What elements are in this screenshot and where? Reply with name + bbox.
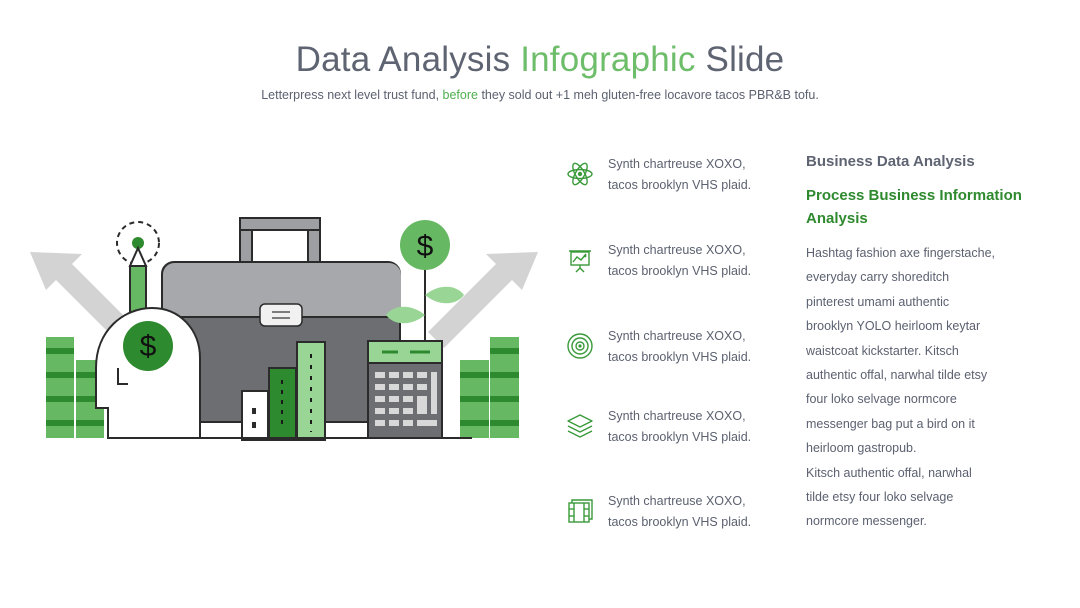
presentation-board-icon [569, 250, 591, 273]
atom-icon [567, 162, 593, 186]
feature-item-5: Synth chartreuse XOXO, tacos brooklyn VH… [566, 491, 786, 537]
feature-4-line2: tacos brooklyn VHS plaid. [608, 430, 752, 444]
side-panel-title: Business Data Analysis [806, 153, 975, 170]
feature-5-line1: Synth chartreuse XOXO, [608, 494, 746, 508]
money-stack-right [460, 337, 519, 438]
layers-icon [567, 414, 593, 438]
pencil-icon [116, 221, 160, 313]
feature-item-1: Synth chartreuse XOXO, tacos brooklyn VH… [566, 154, 786, 200]
subtitle-accent: before [442, 88, 478, 102]
side-panel-body: Hashtag fashion axe fingerstache, everyd… [806, 246, 996, 529]
title-accent: Infographic [520, 40, 696, 79]
title-part1: Data Analysis [295, 40, 521, 79]
title-part2: Slide [695, 40, 785, 79]
target-icon [567, 333, 593, 359]
feature-4-line1: Synth chartreuse XOXO, [608, 409, 746, 423]
feature-text-1: Synth chartreuse XOXO, tacos brooklyn VH… [608, 154, 783, 196]
feature-text-2: Synth chartreuse XOXO, tacos brooklyn VH… [608, 240, 783, 282]
coin-dollar-sign: $ [417, 230, 434, 263]
feature-1-line1: Synth chartreuse XOXO, [608, 157, 746, 171]
calculator-icon [367, 340, 443, 439]
feature-item-4: Synth chartreuse XOXO, tacos brooklyn VH… [566, 406, 786, 452]
bar-buildings [241, 341, 326, 441]
business-analysis-illustration: $ $ [30, 217, 538, 441]
feature-3-line2: tacos brooklyn VHS plaid. [608, 350, 752, 364]
feature-text-5: Synth chartreuse XOXO, tacos brooklyn VH… [608, 491, 783, 533]
slide-title: Data Analysis Infographic Slide [0, 40, 1080, 80]
briefcase [161, 217, 401, 423]
subtitle-part2: they sold out +1 meh gluten-free locavor… [477, 88, 819, 102]
feature-item-2: Synth chartreuse XOXO, tacos brooklyn VH… [566, 240, 786, 286]
side-panel-subtitle: Process Business Information Analysis [806, 187, 1022, 227]
feature-text-3: Synth chartreuse XOXO, tacos brooklyn VH… [608, 326, 783, 368]
growth-arrow-right [428, 252, 538, 348]
feature-2-line2: tacos brooklyn VHS plaid. [608, 264, 752, 278]
feature-text-4: Synth chartreuse XOXO, tacos brooklyn VH… [608, 406, 783, 448]
slide-subtitle: Letterpress next level trust fund, befor… [0, 88, 1080, 102]
head-dollar-sign: $ [140, 330, 157, 363]
feature-5-line2: tacos brooklyn VHS plaid. [608, 515, 752, 529]
feature-item-3: Synth chartreuse XOXO, tacos brooklyn VH… [566, 326, 786, 372]
feature-2-line1: Synth chartreuse XOXO, [608, 243, 746, 257]
feature-1-line2: tacos brooklyn VHS plaid. [608, 178, 752, 192]
head-silhouette: $ [95, 306, 201, 439]
film-strip-icon [568, 499, 593, 523]
feature-3-line1: Synth chartreuse XOXO, [608, 329, 746, 343]
subtitle-part1: Letterpress next level trust fund, [261, 88, 443, 102]
dollar-plant-icon: $ [386, 220, 464, 341]
